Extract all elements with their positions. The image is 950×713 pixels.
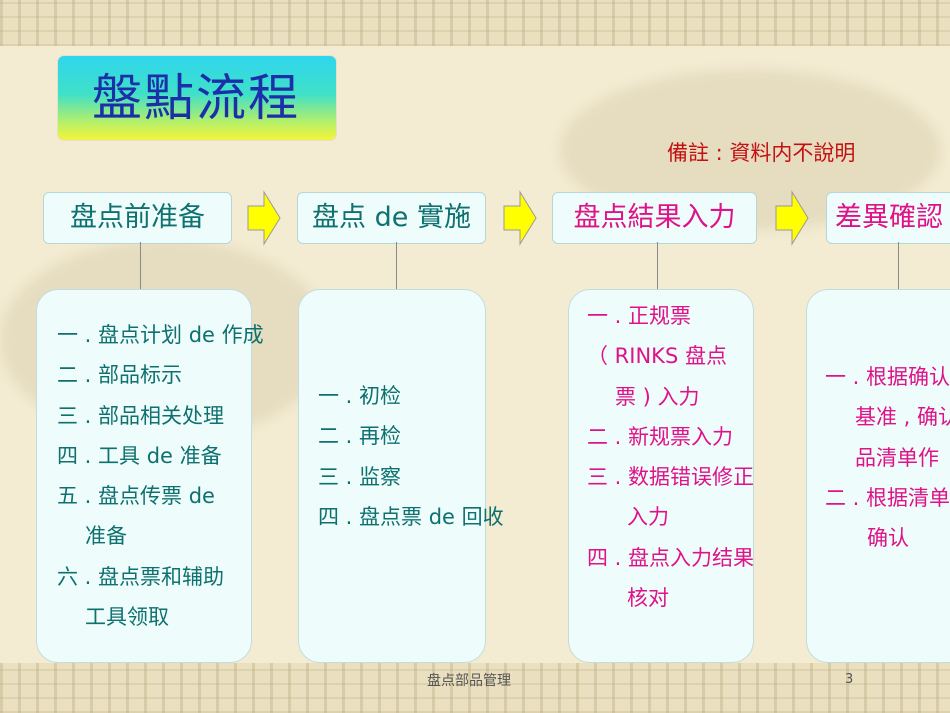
step-heading-confirm: 差異確認	[826, 192, 950, 244]
list-item: 确认	[867, 526, 909, 551]
list-item: 准备	[85, 524, 127, 549]
list-item: 四 . 工具 de 准备	[57, 443, 222, 468]
step-items-execute: 一 . 初检 二 . 再检 三 . 监察 四 . 盘点票 de 回收	[318, 376, 504, 537]
right-arrow-icon	[503, 190, 537, 246]
right-arrow-icon	[775, 190, 809, 246]
list-item: 二 . 再检	[318, 424, 402, 449]
list-item: 票 ) 入力	[615, 384, 700, 409]
page-number: 3	[845, 672, 854, 687]
list-item: 三 . 监察	[318, 464, 402, 489]
bottom-ornament-border	[0, 663, 950, 713]
list-item: 五 . 盘点传票 de	[57, 484, 215, 509]
list-item: 四 . 盘点入力结果	[587, 545, 755, 570]
right-arrow-icon	[247, 190, 281, 246]
detail-panel-prepare	[36, 289, 252, 663]
connector-line	[657, 242, 658, 289]
connector-line	[396, 242, 397, 289]
slide-title: 盤點流程	[92, 69, 300, 127]
list-item: 一 . 正规票	[587, 304, 692, 328]
step-items-confirm: 一 . 根据确认 基准 , 确认 品清单作 二 . 根据清单 确认	[825, 357, 950, 558]
step-items-prepare: 一 . 盘点计划 de 作成 二 . 部品标示 三 . 部品相关处理 四 . 工…	[57, 315, 264, 637]
title-banner	[58, 56, 336, 140]
list-item: 三 . 部品相关处理	[57, 403, 225, 428]
step-items-input: 一 . 正规票 （ RINKS 盘点 票 ) 入力 二 . 新规票入力 三 . …	[587, 296, 754, 618]
list-item: 入力	[627, 505, 669, 530]
detail-panel-execute	[298, 289, 486, 663]
list-item: （ RINKS 盘点	[587, 344, 727, 369]
list-item: 基准 , 确认	[855, 405, 950, 430]
list-item: 二 . 根据清单	[825, 485, 950, 510]
list-item: 二 . 新规票入力	[587, 424, 734, 449]
list-item: 核对	[627, 586, 669, 611]
list-item: 一 . 初检	[318, 384, 402, 408]
detail-panel-confirm	[806, 289, 950, 663]
list-item: 一 . 根据确认	[825, 365, 950, 389]
step-heading-prepare: 盘点前准备	[43, 192, 232, 244]
list-item: 品清单作	[855, 445, 939, 470]
top-ornament-border	[0, 0, 950, 46]
step-heading-input: 盘点結果入力	[552, 192, 757, 244]
slide-note: 備註 : 資料内不說明	[667, 141, 856, 165]
step-heading-execute: 盘点 de 實施	[297, 192, 486, 244]
connector-line	[898, 242, 899, 289]
list-item: 工具领取	[85, 605, 169, 630]
slide-footer: 盘点部品管理	[427, 673, 511, 689]
list-item: 六 . 盘点票和辅助	[57, 564, 225, 589]
list-item: 一 . 盘点计划 de 作成	[57, 323, 264, 347]
list-item: 二 . 部品标示	[57, 363, 183, 388]
list-item: 三 . 数据错误修正	[587, 465, 755, 490]
detail-panel-input	[568, 289, 754, 663]
connector-line	[140, 242, 141, 289]
list-item: 四 . 盘点票 de 回收	[318, 504, 504, 529]
